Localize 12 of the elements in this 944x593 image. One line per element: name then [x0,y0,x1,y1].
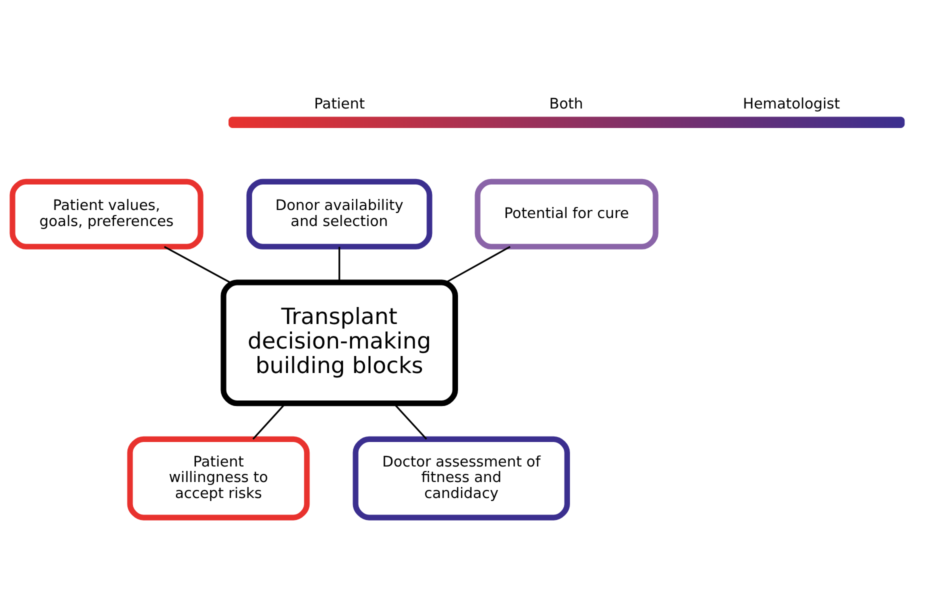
node-box: Patient values, goals, preferences [10,178,204,249]
connector [446,245,511,283]
connector [164,245,230,283]
node-box: Transplant decision-making building blocks [220,279,458,406]
label: Patient [314,94,365,112]
connector [338,246,340,282]
label: Hematologist [742,94,840,112]
node-box: Potential for cure [474,178,658,249]
node-box: Patient willingness to accept risks [127,436,310,520]
node-box: Donor availability and selection [246,178,432,249]
node-box: Doctor assessment of fitness and candidacy [352,436,570,520]
label: Both [549,94,584,112]
